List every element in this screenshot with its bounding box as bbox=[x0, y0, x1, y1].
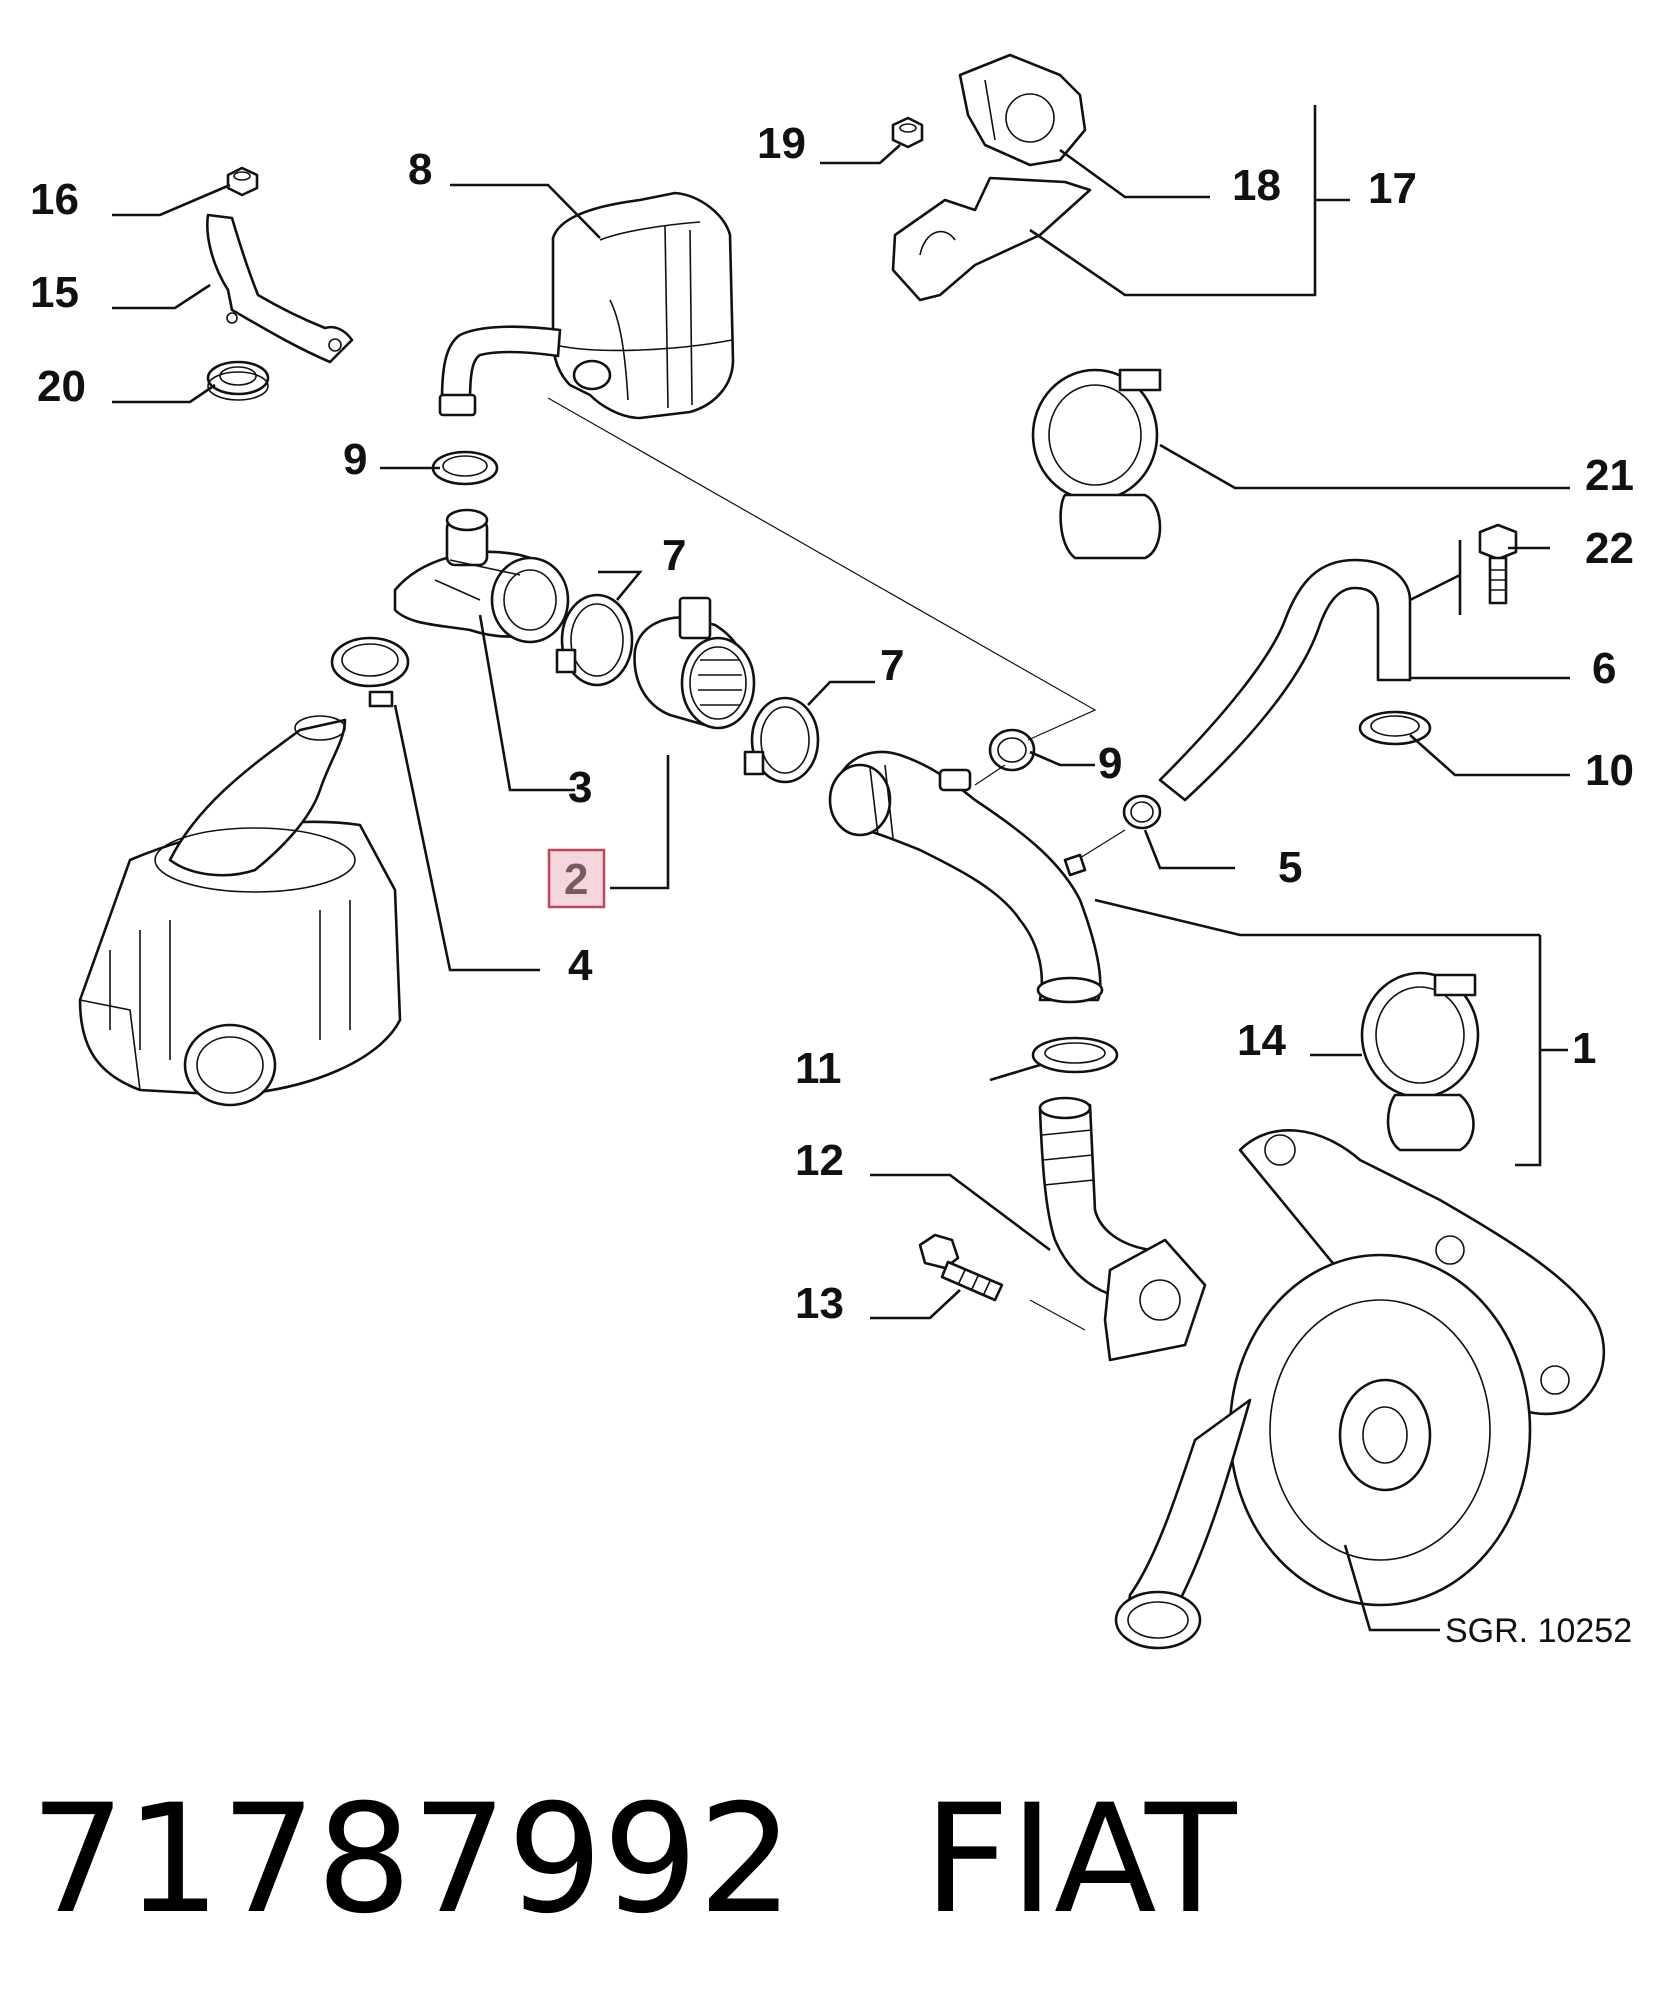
part-14-clamp bbox=[1360, 971, 1480, 1152]
callout-16: 16 bbox=[30, 175, 79, 224]
callout-19: 19 bbox=[757, 119, 806, 168]
part-number: 71787992 bbox=[30, 1773, 794, 1947]
brand-name: FIAT bbox=[923, 1773, 1237, 1947]
callout-14: 14 bbox=[1237, 1016, 1286, 1065]
callout-10: 10 bbox=[1585, 746, 1634, 795]
callout-11: 11 bbox=[795, 1044, 842, 1093]
callout-18: 18 bbox=[1232, 161, 1281, 210]
callout-7-left: 7 bbox=[662, 531, 686, 580]
callout-20: 20 bbox=[37, 362, 86, 411]
exploded-parts-diagram: 16 15 20 8 9 19 18 17 21 22 6 7 7 9 10 5… bbox=[30, 53, 1634, 1650]
part-1-intake-pipe bbox=[828, 750, 1104, 1004]
callout-5: 5 bbox=[1278, 843, 1302, 892]
callout-9-lower: 9 bbox=[1098, 739, 1122, 788]
callout-labels: 16 15 20 8 9 19 18 17 21 22 6 7 7 9 10 5… bbox=[30, 119, 1634, 1650]
assembly-reference-lines bbox=[547, 397, 1126, 1331]
drawing-code: SGR. 10252 bbox=[1445, 1612, 1632, 1650]
callout-9-upper: 9 bbox=[343, 435, 367, 484]
part-12-pipe bbox=[1038, 1096, 1207, 1362]
part-10-clamp bbox=[1358, 710, 1432, 746]
part-17-bracket bbox=[891, 176, 1092, 302]
air-filter-housing bbox=[78, 715, 402, 1107]
turbocharger bbox=[1114, 1129, 1606, 1650]
callout-22: 22 bbox=[1585, 524, 1634, 573]
part-8-oil-separator bbox=[438, 191, 735, 420]
part-2-air-mass-meter bbox=[633, 596, 756, 730]
part-3-boot bbox=[393, 508, 570, 644]
part-22-bolt bbox=[1478, 523, 1518, 605]
part-16-nut bbox=[226, 166, 259, 197]
callout-17: 17 bbox=[1368, 164, 1417, 213]
part-13-bolt bbox=[918, 1233, 1004, 1302]
part-11-clamp bbox=[1031, 1036, 1119, 1074]
part-6-hose bbox=[1158, 558, 1412, 802]
part-7-clamp-left bbox=[555, 593, 634, 687]
part-5-clamp bbox=[1122, 794, 1162, 830]
callout-12: 12 bbox=[795, 1136, 844, 1185]
callout-15: 15 bbox=[30, 268, 79, 317]
callout-1: 1 bbox=[1572, 1024, 1596, 1073]
part-15-bracket bbox=[206, 213, 354, 364]
callout-2: 2 bbox=[564, 855, 588, 904]
part-4-clamp bbox=[330, 636, 410, 708]
part-20-grommet bbox=[206, 360, 270, 401]
footer: 71787992 FIAT bbox=[30, 1760, 1650, 1960]
callout-13: 13 bbox=[795, 1279, 844, 1328]
part-21-clamp bbox=[1031, 368, 1162, 560]
callout-7-right: 7 bbox=[880, 641, 904, 690]
callout-2-highlight bbox=[547, 848, 606, 909]
callout-8: 8 bbox=[408, 145, 432, 194]
leader-lines bbox=[112, 105, 1570, 1632]
part-19-nut bbox=[891, 116, 924, 149]
callout-4: 4 bbox=[568, 941, 593, 990]
part-9-clamp-lower bbox=[988, 728, 1036, 772]
part-18-clip bbox=[958, 53, 1087, 167]
part-7-clamp-right bbox=[743, 696, 820, 784]
part-9-clamp-upper bbox=[431, 450, 499, 486]
callout-6: 6 bbox=[1592, 644, 1616, 693]
callout-3: 3 bbox=[568, 763, 592, 812]
callout-21: 21 bbox=[1585, 451, 1634, 500]
